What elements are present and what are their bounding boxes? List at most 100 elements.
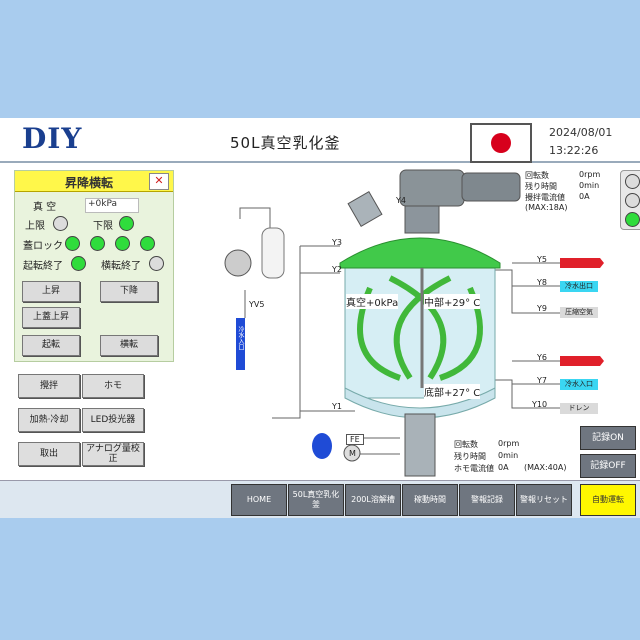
signal-lamp-2 — [625, 193, 640, 208]
homo-current-label: ホモ電流値 — [454, 464, 494, 473]
vacuum-readout: 真空+0kPa — [346, 294, 399, 309]
lid-lock-lamp-2 — [90, 236, 105, 251]
stir-rpm-label: 回転数 — [525, 171, 549, 180]
nav-200l-dissolver[interactable]: 200L溶解槽 — [345, 484, 401, 516]
homo-rpm-value: 0rpm — [498, 439, 520, 448]
lid-up-button[interactable]: 上蓋上昇 — [22, 307, 80, 328]
valve-y2: Y2 — [332, 265, 342, 274]
motor-mount — [404, 202, 440, 234]
homo-motor-icon — [404, 413, 436, 477]
valve-y8: Y8 — [537, 278, 547, 287]
vessel-bottom — [344, 387, 496, 419]
homo-button[interactable]: ホモ — [82, 374, 144, 398]
raise-up-button[interactable]: 上昇 — [22, 281, 80, 302]
pipe-right-bottom — [490, 379, 560, 409]
lid-lock-label: 蓋ロック — [23, 241, 63, 252]
fe-label: FE — [346, 434, 364, 445]
analog-calibrate-button[interactable]: アナログ量校正 — [82, 442, 144, 466]
flag-dot — [491, 133, 511, 153]
vessel-body — [344, 257, 496, 399]
outlet-drain: ドレン — [560, 403, 598, 414]
nav-alarm-reset[interactable]: 警報リセット — [516, 484, 572, 516]
motor-m-icon — [343, 444, 361, 462]
stir-remain-label: 残り時間 — [525, 182, 557, 191]
homo-current-max: (MAX:40A) — [524, 463, 567, 472]
nav-auto-run[interactable]: 自動運転 — [580, 484, 636, 516]
nav-operating-time[interactable]: 稼動時間 — [402, 484, 458, 516]
m-label: M — [349, 449, 356, 458]
tilt-button[interactable]: 横転 — [100, 335, 158, 356]
stir-rpm-value: 0rpm — [579, 170, 601, 179]
vacuum-tank-icon — [261, 227, 285, 279]
date-display: 2024/08/01 — [549, 126, 613, 139]
valve-y10: Y10 — [532, 400, 548, 409]
lid-lock-lamp-4 — [140, 236, 155, 251]
outlet-y5 — [560, 258, 604, 268]
vacuum-value: +0kPa — [85, 198, 139, 213]
drain-button[interactable]: 取出 — [18, 442, 80, 466]
pipe-drain — [272, 246, 301, 419]
blade-4 — [393, 275, 452, 380]
signal-tower-icon — [620, 170, 640, 230]
inlet-label: 冷水入口 — [237, 326, 244, 350]
valve-y1: Y1 — [332, 402, 342, 411]
homo-remain-value: 0min — [498, 451, 519, 460]
page-title: 50L真空乳化釜 — [230, 134, 341, 152]
stir-button[interactable]: 攪拌 — [18, 374, 80, 398]
pipes — [239, 207, 560, 455]
inlet-pipe — [236, 318, 245, 370]
nav-home[interactable]: HOME — [231, 484, 287, 516]
time-display: 13:22:26 — [549, 144, 599, 157]
navigation-bar: HOME 50L真空乳化釜 200L溶解槽 稼動時間 警報記録 警報リセット 自… — [0, 480, 640, 518]
bottle-icon — [312, 433, 332, 459]
close-icon[interactable]: ✕ — [149, 173, 169, 190]
valve-y4: Y4 — [396, 196, 406, 205]
logo: DIY — [22, 122, 83, 155]
tilt-done-label: 横転終了 — [101, 261, 141, 272]
lower-down-button[interactable]: 下降 — [100, 281, 158, 302]
outlet-cold-water-out: 冷水出口 — [560, 281, 598, 292]
homo-remain-label: 残り時間 — [454, 452, 486, 461]
valve-y7: Y7 — [537, 376, 547, 385]
nav-alarm-log[interactable]: 警報記録 — [459, 484, 515, 516]
bottom-temp-readout: 底部+27° C — [424, 384, 481, 399]
outlet-cold-water-in: 冷水入口 — [560, 379, 598, 390]
valve-yv5: YV5 — [249, 300, 265, 309]
upper-limit-label: 上限 — [25, 221, 45, 232]
valve-y5: Y5 — [537, 255, 547, 264]
lid-lock-lamp-3 — [115, 236, 130, 251]
vacuum-label: 真 空 — [33, 202, 57, 213]
pipe-tank — [239, 207, 271, 228]
blade-3 — [388, 275, 447, 380]
stir-motor-icon — [399, 169, 465, 207]
record-off-button[interactable]: 記録OFF — [580, 454, 636, 478]
hmi-screen: DIY 50L真空乳化釜 2024/08/01 13:22:26 昇降横転 ✕ … — [0, 118, 640, 518]
signal-lamp-1 — [625, 174, 640, 189]
vessel-lid — [339, 237, 501, 269]
stir-current-value: 0A — [579, 192, 590, 201]
outlet-y6 — [560, 356, 604, 366]
heat-cool-button[interactable]: 加熱·冷却 — [18, 408, 80, 432]
panel-title: 昇降横転 — [65, 176, 114, 190]
vacuum-pump-icon — [224, 249, 252, 277]
raise-button[interactable]: 起転 — [22, 335, 80, 356]
signal-lamp-3 — [625, 212, 640, 227]
stir-remain-value: 0min — [579, 181, 600, 190]
led-light-button[interactable]: LED投光器 — [82, 408, 144, 432]
lid-lock-lamp-1 — [65, 236, 80, 251]
header-bar: DIY 50L真空乳化釜 2024/08/01 13:22:26 — [0, 118, 640, 163]
outlet-compressed-air: 圧縮空気 — [560, 307, 598, 318]
sight-glass-icon — [347, 191, 383, 227]
motor-body — [461, 172, 521, 202]
pipe-right-top — [490, 269, 560, 314]
japan-flag-icon[interactable] — [470, 123, 532, 163]
homo-rpm-label: 回転数 — [454, 440, 478, 449]
record-on-button[interactable]: 記録ON — [580, 426, 636, 450]
raise-done-label: 起転終了 — [23, 261, 63, 272]
valve-y3: Y3 — [332, 238, 342, 247]
stir-current-max: (MAX:18A) — [525, 203, 568, 212]
nav-50l-emulsifier[interactable]: 50L真空乳化釜 — [288, 484, 344, 516]
raise-done-lamp — [71, 256, 86, 271]
middle-temp-readout: 中部+29° C — [424, 294, 481, 309]
lift-tilt-panel: 昇降横転 ✕ 真 空 +0kPa 上限 下限 蓋ロック 起転終了 横転終了 上昇… — [14, 170, 174, 362]
